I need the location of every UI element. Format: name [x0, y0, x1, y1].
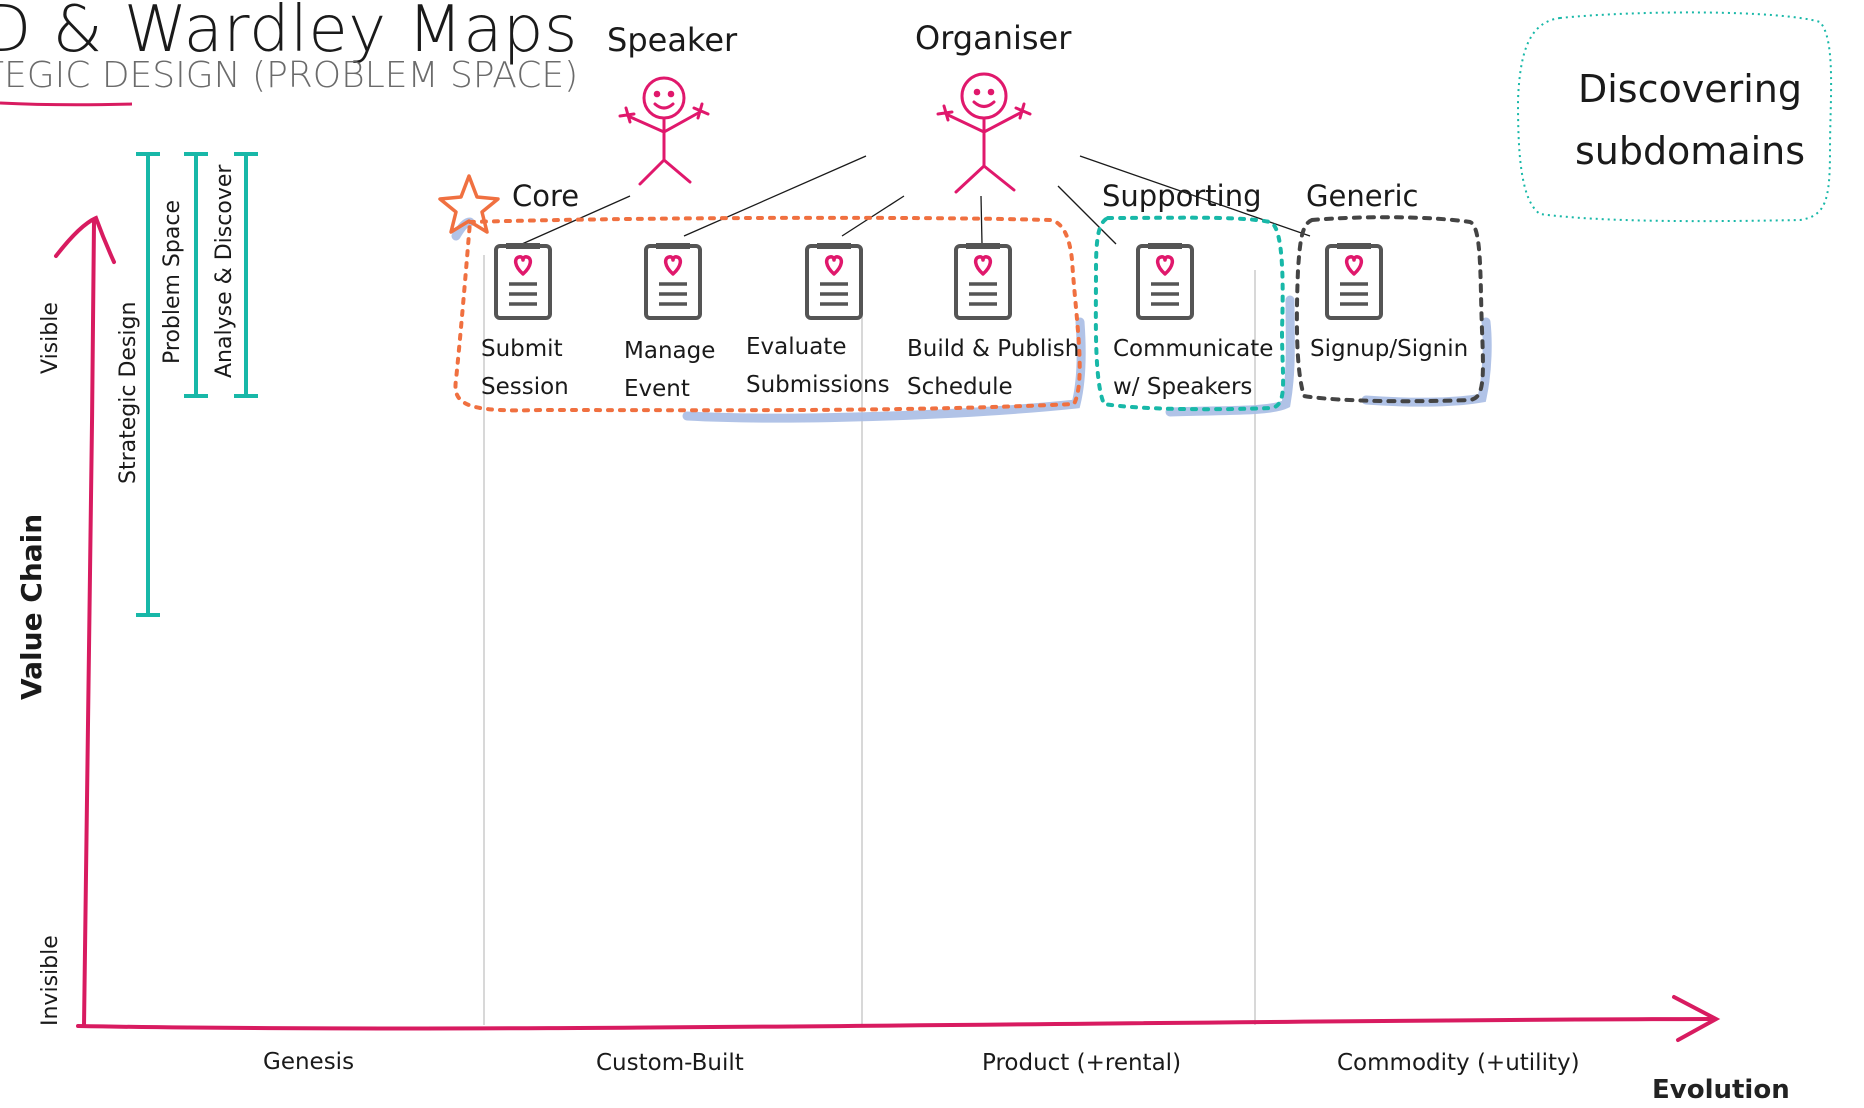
- stage-custom-built: Custom-Built: [596, 1050, 744, 1076]
- organiser-figure-icon: [936, 72, 1032, 194]
- evolution-arrowhead: [1672, 995, 1721, 1042]
- y-axis-bottom-label: Invisible: [38, 935, 63, 1026]
- value-chain-axis: [82, 220, 96, 1028]
- supporting-boundary: [1093, 215, 1286, 412]
- bracket-analyse-discover: [234, 152, 258, 398]
- component-manage-event: Manage Event: [624, 338, 716, 402]
- component-signup-signin: Signup/Signin: [1310, 336, 1469, 362]
- generic-boundary: [1294, 215, 1485, 404]
- component-communicate-speakers: Communicate w/ Speakers: [1113, 336, 1274, 400]
- document-icon-build-publish-schedule: [954, 243, 1012, 320]
- actor-label-organiser: Organiser: [915, 19, 1072, 57]
- component-build-publish-schedule: Build & Publish Schedule: [907, 336, 1080, 400]
- document-icon-submit-session: [494, 243, 552, 320]
- subdomain-type-generic: Generic: [1306, 179, 1419, 213]
- note-cloud: [1516, 11, 1833, 223]
- subdomain-type-core: Core: [512, 179, 580, 213]
- title-underline: [0, 101, 133, 107]
- stage-genesis: Genesis: [263, 1049, 355, 1075]
- value-chain-arrowhead: [54, 215, 116, 264]
- core-star-icon: [438, 174, 500, 234]
- bracket-label-analyse-discover: Analyse & Discover: [212, 164, 237, 378]
- page-title: D & Wardley Maps: [0, 0, 578, 67]
- component-submit-session: Submit Session: [481, 336, 569, 400]
- stage-product: Product (+rental): [982, 1050, 1182, 1076]
- component-evaluate-submissions: Evaluate Submissions: [746, 334, 890, 398]
- evolution-axis: [76, 1017, 1712, 1031]
- actor-label-speaker: Speaker: [607, 21, 738, 59]
- document-icon-signup-signin: [1325, 243, 1383, 320]
- document-icon-communicate-speakers: [1136, 243, 1194, 320]
- y-axis-top-label: Visible: [38, 302, 63, 374]
- bracket-problem-space: [184, 152, 208, 398]
- bracket-label-problem-space: Problem Space: [160, 200, 185, 364]
- subdomain-type-supporting: Supporting: [1102, 179, 1262, 213]
- note-text: Discovering subdomains: [1574, 67, 1806, 173]
- bracket-strategic-design: [136, 152, 160, 617]
- stage-commodity: Commodity (+utility): [1337, 1050, 1580, 1076]
- document-icon-evaluate-submissions: [805, 243, 863, 320]
- page-subtitle: TEGIC DESIGN (PROBLEM SPACE): [0, 55, 579, 96]
- y-axis-label: Value Chain: [15, 513, 48, 700]
- speaker-figure-icon: [618, 76, 710, 186]
- bracket-label-strategic-design: Strategic Design: [116, 301, 141, 484]
- document-icon-manage-event: [644, 243, 702, 320]
- x-axis-label: Evolution: [1652, 1075, 1790, 1105]
